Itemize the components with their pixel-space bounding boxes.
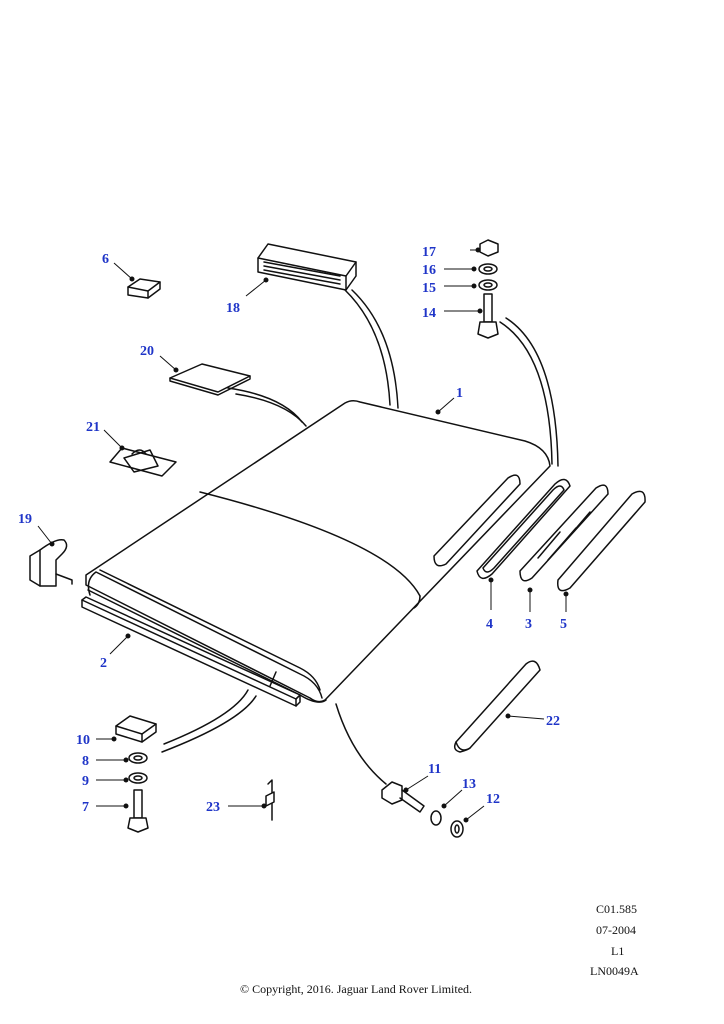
- callout-13: 13: [462, 777, 476, 792]
- front-seal-drawing: [81, 596, 301, 707]
- callout-8: 8: [82, 754, 89, 769]
- callout-2: 2: [100, 656, 107, 671]
- bracket-drawing: [29, 538, 73, 587]
- callout-9: 9: [82, 774, 89, 789]
- callout-12: 12: [486, 792, 500, 807]
- callout-10: 10: [76, 733, 90, 748]
- callout-20: 20: [140, 344, 154, 359]
- block-drawing: [127, 278, 161, 299]
- bolt-stack-bottom-drawing: [115, 715, 157, 833]
- window-seal-drawing: [476, 478, 571, 580]
- illustration-code: LN0049A: [590, 964, 639, 978]
- callout-18: 18: [226, 301, 240, 316]
- roof-panel-drawing: [85, 399, 551, 703]
- clip-drawing: [109, 447, 177, 477]
- bolt-stack-top-drawing: [477, 239, 499, 339]
- callout-4: 4: [486, 617, 493, 632]
- bolt-side-drawing: [381, 781, 464, 838]
- copyright-notice: © Copyright, 2016. Jaguar Land Rover Lim…: [239, 982, 473, 996]
- seal-section-drawing: [453, 660, 541, 753]
- rivet-drawing: [265, 779, 275, 821]
- window-glass-drawing: [519, 484, 609, 582]
- callout-14: 14: [422, 306, 436, 321]
- reference-code: C01.585: [596, 902, 638, 916]
- callout-19: 19: [18, 512, 32, 527]
- callout-5: 5: [560, 617, 567, 632]
- vent-drawing: [257, 243, 357, 291]
- callout-1: 1: [456, 386, 463, 401]
- callout-15: 15: [422, 281, 436, 296]
- side-window-opening-drawing: [433, 474, 521, 567]
- reference-date: 07-2004: [596, 923, 636, 937]
- reference-level: L1: [611, 944, 625, 958]
- callout-16: 16: [422, 263, 436, 278]
- callout-3: 3: [525, 617, 532, 632]
- callout-7: 7: [82, 800, 89, 815]
- callout-11: 11: [428, 762, 441, 777]
- callout-22: 22: [546, 714, 560, 729]
- callout-6: 6: [102, 252, 109, 267]
- callout-21: 21: [86, 420, 100, 435]
- callout-17: 17: [422, 245, 436, 260]
- window-finisher-drawing: [557, 490, 646, 592]
- callout-23: 23: [206, 800, 220, 815]
- pad-drawing: [169, 363, 251, 393]
